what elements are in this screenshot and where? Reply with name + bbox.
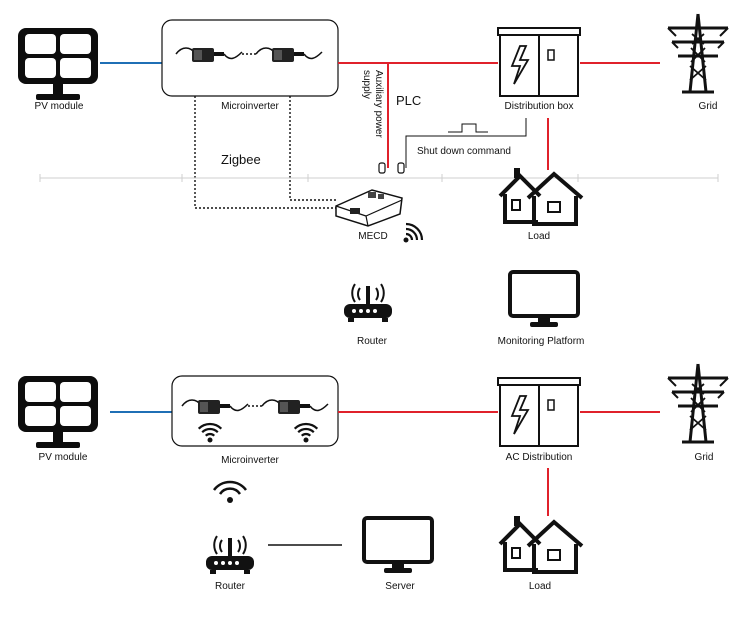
mecd-device-icon <box>335 189 403 227</box>
wifi-icon <box>213 480 247 503</box>
microinverter-box <box>171 375 339 447</box>
ac-distribution-label: AC Distribution <box>505 452 573 463</box>
distribution-box-icon <box>497 377 581 447</box>
zigbee-link <box>289 96 338 201</box>
pulse-icon <box>448 123 488 133</box>
auxiliary-power-label-line1: Auxiliary power <box>373 70 384 138</box>
router-icon <box>205 535 255 575</box>
monitor-icon <box>508 270 580 329</box>
distribution-box-icon <box>497 27 581 97</box>
monitoring-platform-label: Monitoring Platform <box>497 336 585 347</box>
grid-label: Grid <box>694 452 714 463</box>
router-label: Router <box>214 581 246 592</box>
microinverter-box <box>161 19 339 97</box>
router-label: Router <box>356 336 388 347</box>
house-icon <box>498 166 584 226</box>
load-label: Load <box>528 581 552 592</box>
solar-panel-icon <box>18 376 98 448</box>
house-icon <box>498 514 584 574</box>
microinverter-label: Microinverter <box>221 101 279 112</box>
microinverter-label: Microinverter <box>221 455 279 466</box>
zigbee-label: Zigbee <box>221 152 261 167</box>
solar-panel-icon <box>18 28 98 100</box>
auxiliary-power-label-line2: supply <box>361 70 372 99</box>
distribution-box-label: Distribution box <box>504 101 574 112</box>
plc-label: PLC <box>396 93 422 108</box>
zigbee-link <box>194 96 338 209</box>
pv-module-label: PV module <box>38 452 88 463</box>
load-label: Load <box>527 231 551 242</box>
monitor-icon <box>362 516 434 575</box>
router-icon <box>343 283 393 323</box>
server-label: Server <box>385 581 415 592</box>
shut-down-command-label: Shut down command <box>417 146 511 157</box>
wifi-icon <box>402 222 424 244</box>
pv-module-label: PV module <box>34 101 84 112</box>
transmission-tower-icon <box>666 362 730 444</box>
mecd-label: MECD <box>358 231 388 242</box>
grid-label: Grid <box>698 101 718 112</box>
transmission-tower-icon <box>666 12 730 94</box>
shutdown-wire <box>405 118 527 168</box>
